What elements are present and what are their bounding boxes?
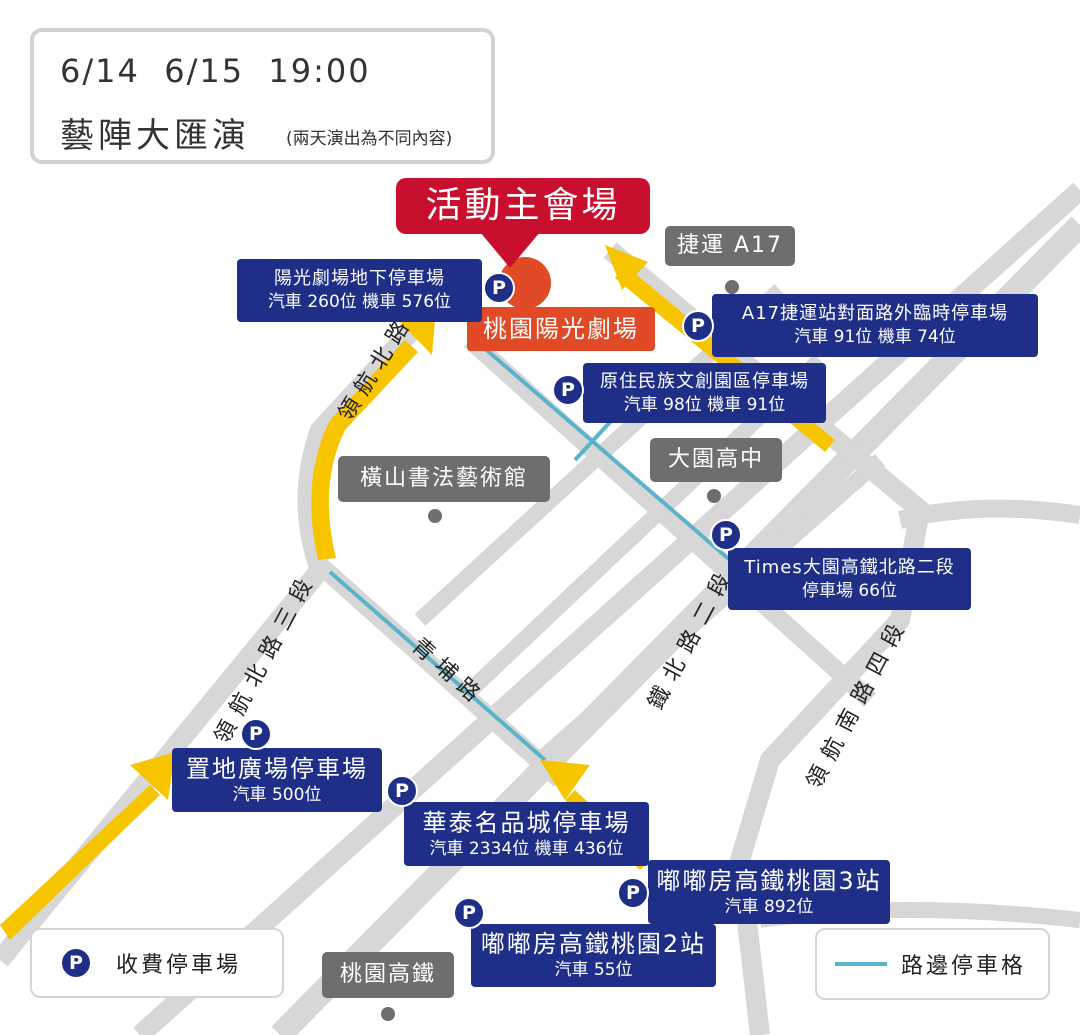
street-parking-qingpu xyxy=(328,570,547,762)
hsr-dot xyxy=(381,1007,395,1021)
parking-capacity: 停車場 66位 xyxy=(801,580,898,601)
parking-name: 嘟嘟房高鐵桃園3站 xyxy=(656,866,882,895)
museum-dot xyxy=(428,509,442,523)
header-panel: 6/14 6/15 19:00 藝陣大匯演 (兩天演出為不同內容) xyxy=(30,28,495,164)
parking-name: A17捷運站對面路外臨時停車場 xyxy=(741,303,1009,324)
parking-lot-dudu2[interactable]: 嘟嘟房高鐵桃園2站 汽車 55位 xyxy=(471,924,716,987)
school-dot xyxy=(707,489,721,503)
event-dates: 6/14 6/15 19:00 xyxy=(60,52,371,90)
callout-pointer xyxy=(480,232,540,268)
legend-street-parking: 路邊停車格 xyxy=(815,928,1050,1000)
parking-lot-times[interactable]: Times大園高鐵北路二段 停車場 66位 xyxy=(728,548,971,610)
venue-name-label: 桃園陽光劇場 xyxy=(467,307,655,351)
mrt-a17-label: 捷運 A17 xyxy=(665,226,795,266)
parking-icon[interactable]: P xyxy=(483,272,515,304)
parking-capacity: 汽車 892位 xyxy=(724,896,814,917)
parking-icon[interactable]: P xyxy=(617,877,649,909)
museum-label: 橫山書法藝術館 xyxy=(338,456,550,502)
legend-paid-parking: P 收費停車場 xyxy=(30,928,284,998)
legend-street-label: 路邊停車格 xyxy=(901,954,1027,979)
parking-lot-indigenous[interactable]: 原住民族文創園區停車場 汽車 98位 機車 91位 xyxy=(583,363,826,423)
parking-icon[interactable]: P xyxy=(682,310,714,342)
route-arrow-loop-body xyxy=(311,340,418,560)
legend-paid-label: 收費停車場 xyxy=(116,953,242,978)
road-loop xyxy=(0,293,448,967)
event-note: (兩天演出為不同內容) xyxy=(286,129,453,149)
parking-icon[interactable]: P xyxy=(552,374,584,406)
route-arrow-loop-head xyxy=(398,320,435,355)
parking-capacity: 汽車 260位 機車 576位 xyxy=(267,292,452,312)
parking-name: 原住民族文創園區停車場 xyxy=(600,370,809,392)
parking-capacity: 汽車 2334位 機車 436位 xyxy=(429,838,624,859)
parking-capacity: 汽車 55位 xyxy=(554,960,633,980)
parking-icon[interactable]: P xyxy=(453,897,485,929)
parking-name: Times大園高鐵北路二段 xyxy=(744,556,955,578)
parking-name: 嘟嘟房高鐵桃園2站 xyxy=(480,930,707,958)
road-tiebei xyxy=(463,333,877,707)
parking-lot-a17[interactable]: A17捷運站對面路外臨時停車場 汽車 91位 機車 74位 xyxy=(712,294,1038,357)
route-arrow-ne-head xyxy=(605,245,648,290)
parking-name: 陽光劇場地下停車場 xyxy=(274,268,445,289)
parking-lot-huatai[interactable]: 華泰名品城停車場 汽車 2334位 機車 436位 xyxy=(404,802,649,866)
parking-capacity: 汽車 91位 機車 74位 xyxy=(794,327,956,347)
route-arrow-sw-head xyxy=(130,752,175,800)
mrt-a17-dot xyxy=(725,280,739,294)
main-venue-callout: 活動主會場 xyxy=(396,178,650,234)
parking-icon[interactable]: P xyxy=(240,718,272,750)
parking-lot-dudu3[interactable]: 嘟嘟房高鐵桃園3站 汽車 892位 xyxy=(648,860,890,924)
parking-icon: P xyxy=(60,947,92,979)
route-arrow-sw-body xyxy=(0,785,160,940)
parking-name: 華泰名品城停車場 xyxy=(422,808,631,837)
event-title: 藝陣大匯演 xyxy=(60,116,250,156)
street-parking-swatch xyxy=(835,962,887,966)
school-label: 大園高中 xyxy=(650,438,782,482)
hsr-label: 桃園高鐵 xyxy=(322,952,454,998)
street-parking-short xyxy=(573,418,614,462)
parking-name: 置地廣場停車場 xyxy=(186,754,368,783)
parking-capacity: 汽車 98位 機車 91位 xyxy=(623,394,786,415)
parking-lot-sunshine[interactable]: 陽光劇場地下停車場 汽車 260位 機車 576位 xyxy=(237,259,482,322)
street-parking-tiebei xyxy=(473,338,732,562)
parking-capacity: 汽車 500位 xyxy=(232,784,322,805)
parking-lot-zhidi[interactable]: 置地廣場停車場 汽車 500位 xyxy=(172,748,382,812)
route-arrow-s-head xyxy=(540,760,590,800)
parking-icon[interactable]: P xyxy=(710,519,742,551)
road-east xyxy=(897,499,1080,529)
parking-icon[interactable]: P xyxy=(386,775,418,807)
road-inner-3 xyxy=(534,454,886,766)
